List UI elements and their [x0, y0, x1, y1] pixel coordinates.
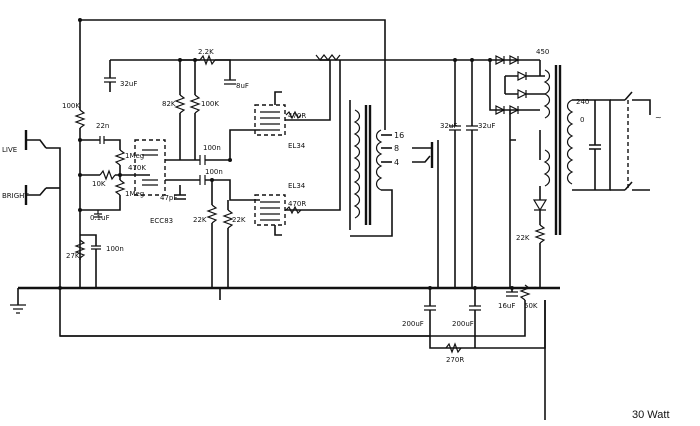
component-label: 82K — [162, 100, 176, 108]
component-label: 100K — [201, 100, 219, 108]
power-transformer: 240 0 ~ — [543, 65, 662, 235]
ht-rail-top — [79, 19, 540, 92]
component-label: 32uF — [120, 80, 137, 88]
mains-symbol: ~ — [655, 113, 662, 122]
component-label: 470R — [288, 200, 306, 208]
component-label: 16uF — [498, 302, 515, 310]
input-live-label: LIVE — [2, 146, 17, 154]
component-label: 8 — [394, 144, 399, 153]
filter-capacitors: 32uF 32uF — [440, 60, 495, 288]
component-label: EL34 — [288, 182, 306, 190]
schematic-title: 30 Watt — [632, 409, 670, 421]
input-bright-label: BRIGHT — [2, 192, 29, 200]
rectifier-diodes: 450 — [489, 48, 549, 115]
component-label: 22n — [96, 122, 109, 130]
component-label: 240 — [576, 98, 589, 106]
component-label: ECC83 — [150, 217, 173, 225]
speaker-jack — [412, 140, 439, 288]
component-label: 4 — [394, 158, 399, 167]
component-label: 50K — [524, 302, 538, 310]
junction-dots — [58, 18, 514, 290]
output-transformer: 16 8 4 — [349, 60, 404, 237]
component-label: 470K — [128, 164, 146, 172]
component-label: 100n — [205, 168, 223, 176]
preamp-tube — [134, 139, 166, 196]
component-label: 450 — [536, 48, 549, 56]
component-label: 0.1uF — [90, 214, 110, 222]
component-label: 16 — [394, 131, 404, 140]
component-label: 2.2K — [198, 48, 214, 56]
component-label: 200uF — [402, 320, 424, 328]
component-label: 270R — [446, 356, 464, 364]
bottom-reservoir: 200uF 200uF 270R 16uF 50K — [60, 284, 546, 420]
power-tubes: 470R EL34 470R EL34 — [254, 54, 341, 236]
component-label: 0 — [580, 116, 584, 124]
component-label: 100n — [203, 144, 221, 152]
preamp-section: 100K 22n 1Meg 10K 470K 1Meg 0.1uF ECC83 … — [62, 92, 173, 288]
component-label: 22K — [516, 234, 530, 242]
component-label: 32uF — [478, 122, 495, 130]
component-label: 200uF — [452, 320, 474, 328]
component-label: 22K — [193, 216, 207, 224]
bias-supply: 22K — [509, 110, 548, 288]
component-label: 47pF — [160, 194, 177, 202]
component-label: 8uF — [236, 82, 249, 90]
component-label: 100n — [106, 245, 124, 253]
component-label: 32uF — [440, 122, 457, 130]
ground-bus — [10, 286, 560, 349]
component-label: EL34 — [288, 142, 306, 150]
phase-inverter: 32uF 2.2K 8uF 82K 100K 100n 100n 47pF 22… — [104, 48, 260, 288]
input-jacks: LIVE BRIGHT — [2, 130, 61, 288]
component-label: 100K — [62, 102, 80, 110]
component-label: 27K — [66, 252, 80, 260]
component-label: 10K — [92, 180, 106, 188]
component-label: 22K — [232, 216, 246, 224]
